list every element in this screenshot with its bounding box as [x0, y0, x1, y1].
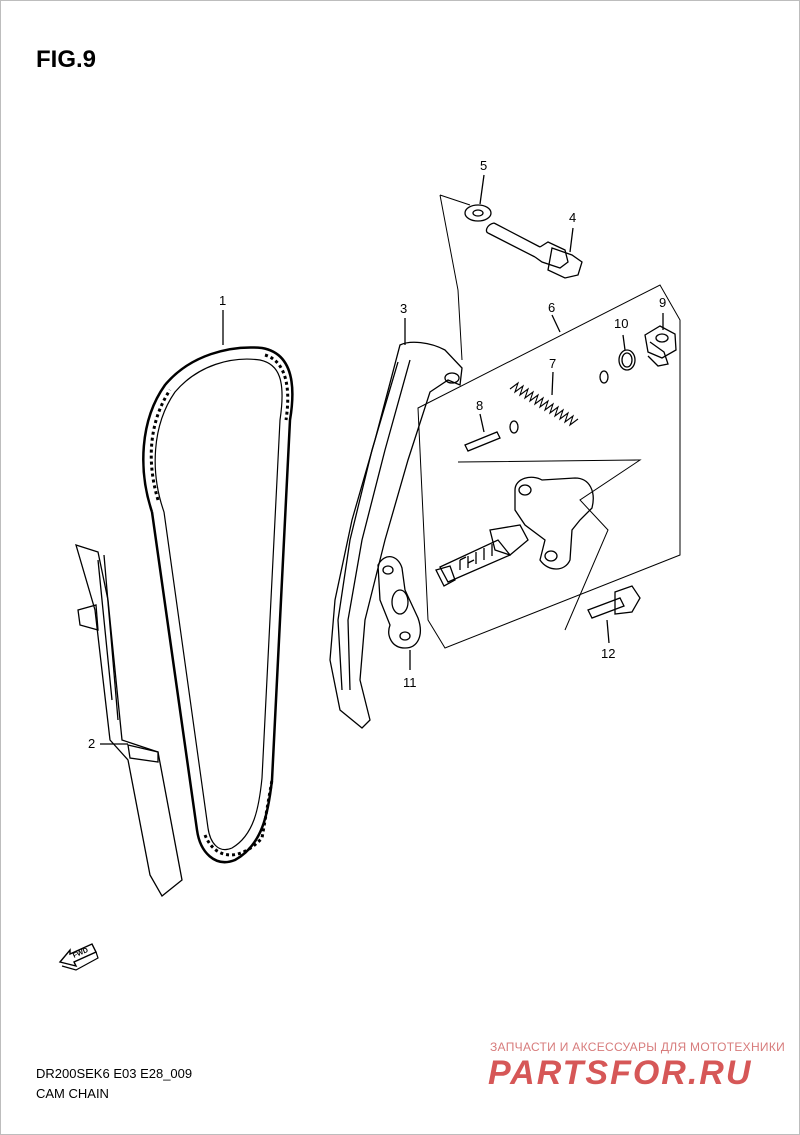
tensioner-guide-part[interactable] — [329, 341, 463, 729]
o-ring-part[interactable] — [618, 334, 636, 371]
watermark-tagline: ЗАПЧАСТИ И АКСЕССУАРЫ ДЛЯ МОТОТЕХНИКИ — [490, 1040, 786, 1054]
callout-3: 3 — [400, 301, 407, 316]
chain-guide-part[interactable] — [75, 544, 183, 897]
callout-10: 10 — [614, 316, 628, 331]
callout-7: 7 — [549, 356, 556, 371]
tensioner-body — [435, 476, 594, 587]
pin-part[interactable] — [464, 413, 501, 452]
watermark-logo: PARTSFOR.RU — [488, 1054, 753, 1092]
forward-direction-arrow-icon: FWD — [58, 943, 99, 971]
callout-2: 2 — [88, 736, 95, 751]
callout-5: 5 — [480, 158, 487, 173]
model-code: DR200SEK6 E03 E28_009 — [36, 1066, 193, 1081]
callout-12: 12 — [601, 646, 615, 661]
callout-11: 11 — [403, 675, 417, 690]
gasket-part[interactable] — [377, 556, 421, 670]
bolt-part[interactable] — [485, 222, 583, 279]
small-bolt-part[interactable] — [587, 585, 641, 644]
section-title: CAM CHAIN — [36, 1086, 109, 1101]
cap-bolt-part[interactable] — [644, 313, 677, 367]
spring-part[interactable] — [509, 370, 609, 434]
callout-1: 1 — [219, 293, 226, 308]
callout-4: 4 — [569, 210, 576, 225]
callout-8: 8 — [476, 398, 483, 413]
cam-chain-part[interactable] — [142, 346, 294, 864]
callout-9: 9 — [659, 295, 666, 310]
figure-title: FIG.9 — [36, 46, 97, 73]
callout-6: 6 — [548, 300, 555, 315]
tensioner-assembly-panel[interactable] — [417, 284, 681, 649]
washer-part[interactable] — [464, 174, 492, 222]
